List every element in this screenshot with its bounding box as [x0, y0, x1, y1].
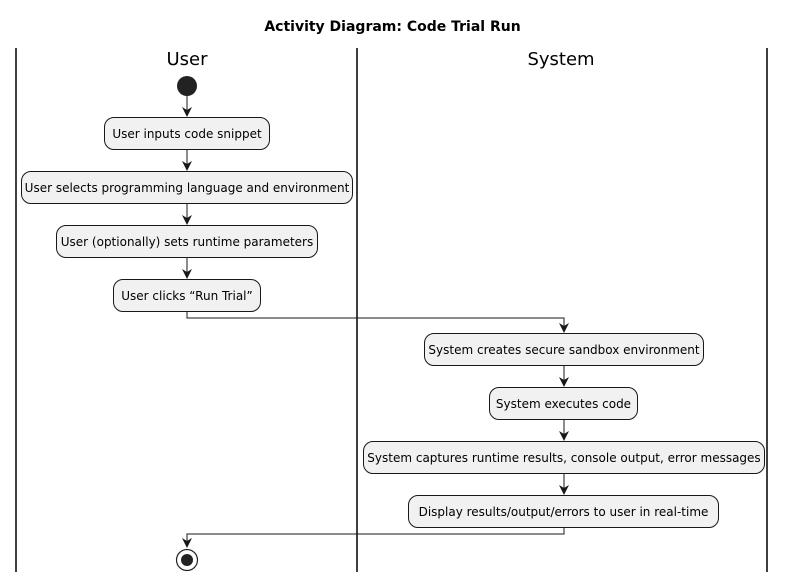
action-capture-results: System captures runtime results, console…	[363, 441, 765, 474]
flow-arrow-to-end	[182, 528, 565, 548]
lane-title-user: User	[166, 49, 208, 70]
lane-title-system: System	[527, 49, 595, 70]
action-set-parameters: User (optionally) sets runtime parameter…	[56, 225, 318, 258]
action-click-run: User clicks “Run Trial”	[113, 279, 261, 312]
action-select-language: User selects programming language and en…	[21, 171, 353, 204]
action-input-code: User inputs code snippet	[104, 117, 270, 150]
action-create-sandbox: System creates secure sandbox environmen…	[424, 333, 704, 366]
flow-arrow-to-system	[186, 312, 569, 333]
diagram-title: Activity Diagram: Code Trial Run	[264, 19, 521, 35]
action-display-results: Display results/output/errors to user in…	[408, 495, 719, 528]
start-node	[177, 76, 197, 96]
end-node-core	[181, 554, 193, 566]
action-execute-code: System executes code	[489, 387, 638, 420]
